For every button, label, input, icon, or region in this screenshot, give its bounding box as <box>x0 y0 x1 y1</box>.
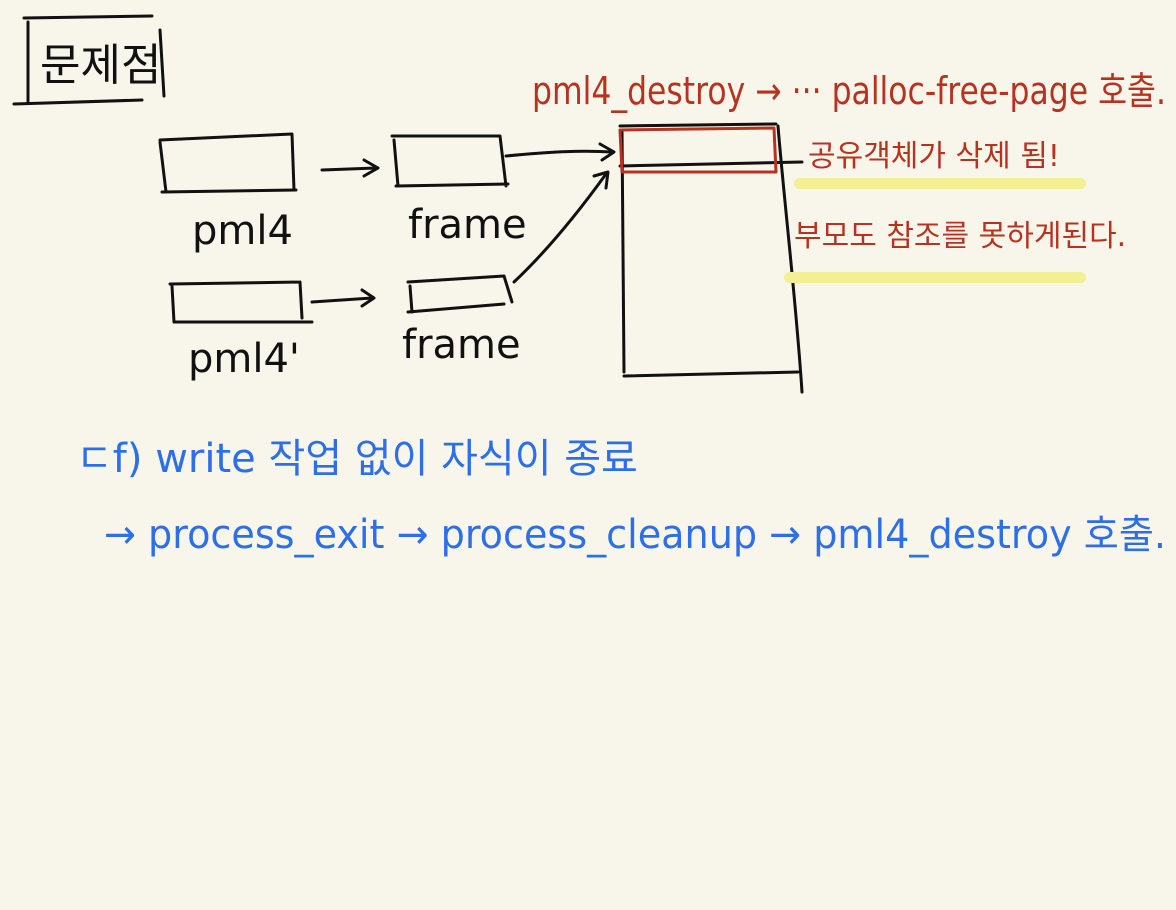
pml4-label-2: pml4' <box>188 336 300 382</box>
frame-box-1: frame <box>390 134 527 248</box>
arrow-frame1-to-page <box>504 142 616 162</box>
pml4-label-1: pml4 <box>192 208 293 254</box>
page-title: 문제점 <box>40 40 161 91</box>
pml4-box-1: pml4 <box>158 132 298 254</box>
highlight-stroke-2 <box>784 272 1086 283</box>
arrow-frame2-to-page <box>512 170 610 284</box>
title-box: 문제점 <box>12 14 166 106</box>
frame-label-2: frame <box>402 322 521 368</box>
call-chain-note: pml4_destroy → ··· palloc-free-page 호출. <box>532 69 1166 113</box>
child-exit-note: ㄷf) write 작업 없이 자식이 종료 <box>76 436 638 482</box>
frame-box-2: frame <box>402 274 521 368</box>
highlight-stroke-1 <box>794 178 1086 189</box>
arrow-pml4-to-frame-2 <box>310 288 376 308</box>
pml4-box-2: pml4' <box>168 280 314 382</box>
parent-cannot-reference-note: 부모도 참조를 못하게된다. <box>794 219 1126 254</box>
destroy-call-flow-note: → process_exit → process_cleanup → pml4_… <box>104 512 1166 558</box>
arrow-pml4-to-frame-1 <box>320 158 380 178</box>
frame-label-1: frame <box>408 202 527 248</box>
shared-page-entry-highlight <box>618 126 778 174</box>
shared-object-deleted-note: 공유객체가 삭제 됨! <box>808 139 1060 174</box>
